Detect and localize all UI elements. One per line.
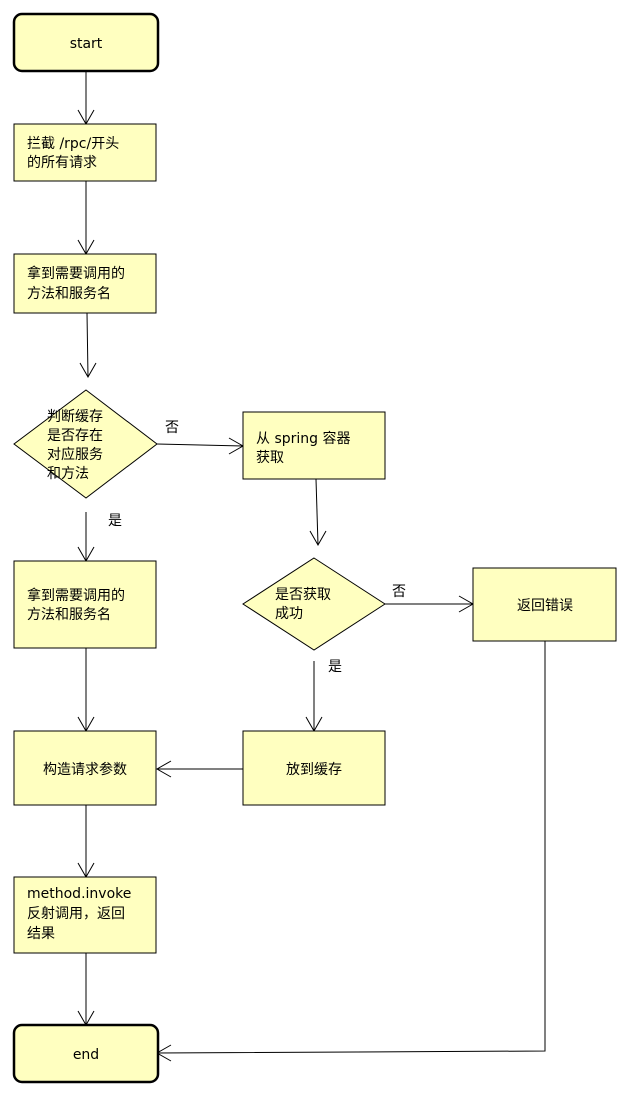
node-put-cache: 放到缓存 (242, 730, 386, 806)
node-build-params: 构造请求参数 (13, 730, 157, 806)
node-text: 和方法 (47, 466, 89, 482)
node-start: start (12, 12, 160, 73)
arrowhead (79, 362, 97, 379)
node-text: 拦截 /rpc/开头 (27, 136, 119, 152)
process-box (13, 876, 157, 954)
node-get-method2: 拿到需要调用的 方法和服务名 (13, 560, 157, 649)
node-text: 方法和服务名 (27, 286, 111, 302)
edge-label-cache-yes: 是 (108, 513, 122, 529)
arrowhead (309, 530, 327, 547)
process-box (472, 567, 617, 642)
decision-diamond (242, 557, 386, 651)
node-text: 放到缓存 (286, 762, 342, 778)
node-success: 是否获取 成功 (242, 557, 386, 651)
node-text: 判断缓存 (47, 409, 103, 425)
edge-check-cache-no (156, 443, 244, 447)
terminal-shape (12, 12, 160, 73)
node-text: 拿到需要调用的 (27, 265, 125, 282)
edges (77, 71, 546, 1062)
node-text: 构造请求参数 (43, 761, 127, 778)
node-text: start (70, 36, 103, 52)
edge-label-success-no: 否 (392, 584, 406, 600)
edge-get-method-to-check-cache (86, 312, 89, 378)
node-get-spring: 从 spring 容器 获取 (242, 411, 386, 480)
node-end: end (12, 1023, 160, 1084)
node-invoke: method.invoke 反射调用，返回 结果 (13, 876, 157, 954)
edge-return-error-to-end (156, 641, 546, 1054)
node-return-error: 返回错误 (472, 567, 617, 642)
node-intercept: 拦截 /rpc/开头 的所有请求 (13, 123, 157, 182)
node-text: 成功 (275, 606, 303, 622)
node-check-cache: 判断缓存 是否存在 对应服务 和方法 (13, 389, 158, 499)
node-text: 方法和服务名 (27, 607, 111, 623)
process-box (13, 730, 157, 806)
node-text: method.invoke (27, 886, 131, 902)
process-box (13, 560, 157, 649)
terminal-shape (12, 1023, 160, 1084)
node-text: 获取 (256, 450, 284, 466)
node-text: 反射调用，返回 (27, 906, 125, 922)
node-text: 的所有请求 (27, 155, 97, 171)
node-text: end (73, 1047, 99, 1063)
process-box (242, 730, 386, 806)
edge-get-spring-to-success (315, 478, 319, 546)
node-text: 是否存在 (47, 428, 103, 444)
process-box (13, 123, 157, 182)
arrowhead (155, 760, 172, 778)
node-text: 是否获取 (275, 587, 331, 603)
decision-diamond (13, 389, 158, 499)
node-text: 拿到需要调用的 (27, 587, 125, 604)
node-text: 对应服务 (47, 446, 103, 463)
node-get-method: 拿到需要调用的 方法和服务名 (13, 253, 157, 314)
node-text: 结果 (27, 926, 55, 942)
node-text: 返回错误 (517, 598, 573, 614)
edge-label-success-yes: 是 (328, 659, 342, 675)
edge-label-cache-no: 否 (165, 420, 179, 436)
node-text: 从 spring 容器 (256, 430, 351, 447)
process-box (242, 411, 386, 480)
process-box (13, 253, 157, 314)
